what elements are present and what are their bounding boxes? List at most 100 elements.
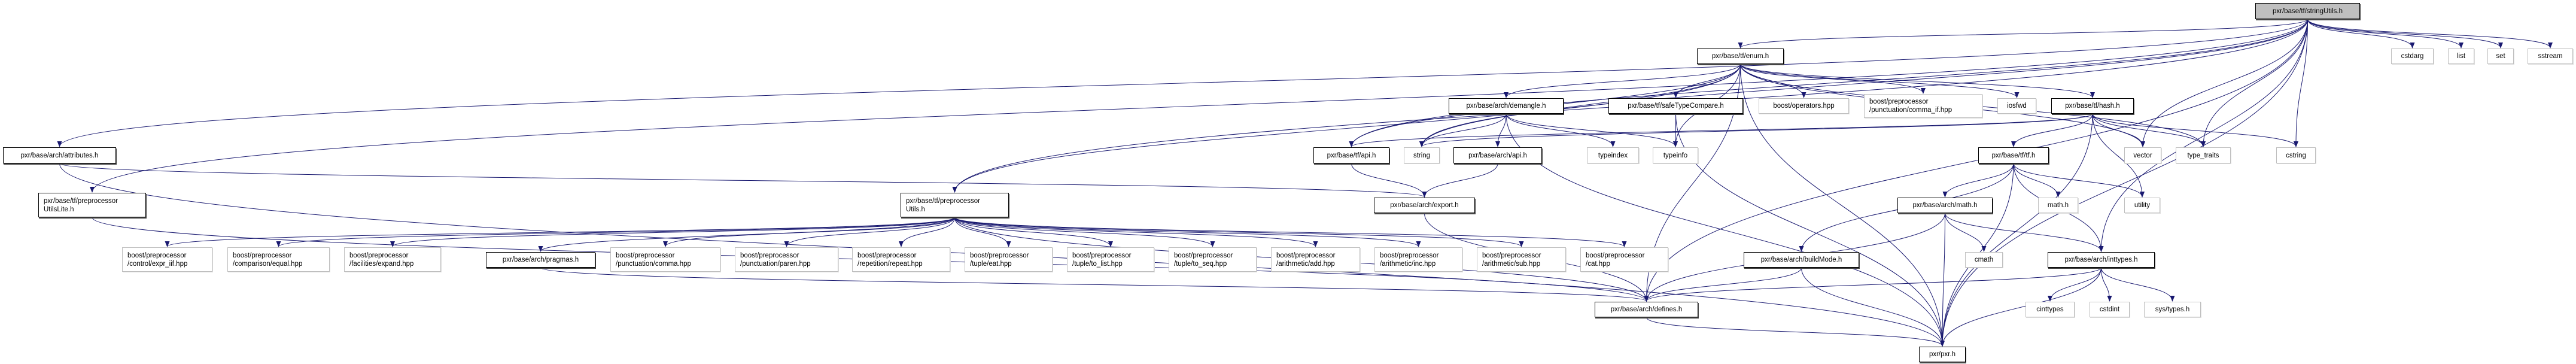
node-defines[interactable]: pxr/base/arch/defines.h [1595, 302, 1698, 317]
edge-preprocUtils-to-pragmas [538, 217, 955, 252]
edge-enum-to-iosfwd [1740, 63, 2020, 98]
node-eat: boost/preprocessor/tuple/eat.hpp [965, 247, 1053, 272]
edge-tf-to-utility [2013, 163, 2145, 198]
node-label: /control/expr_iif.hpp [127, 260, 188, 268]
node-label: pxr/base/tf/stringUtils.h [2273, 7, 2343, 15]
node-label: boost/preprocessor [740, 251, 799, 259]
node-label: cstdint [2099, 306, 2120, 313]
node-enum[interactable]: pxr/base/tf/enum.h [1697, 48, 1784, 64]
node-archapi[interactable]: pxr/base/arch/api.h [1453, 147, 1542, 163]
edge-demangle-to-archapi [1495, 113, 1507, 147]
node-hash[interactable]: pxr/base/tf/hash.h [2051, 98, 2134, 114]
edge-enum-to-preprocUtils [952, 63, 1741, 193]
edge-preprocUtils-to-eat [954, 217, 1011, 247]
edge-archmath-to-inttypes [1945, 213, 2104, 252]
node-to_list: boost/preprocessor/tuple/to_list.hpp [1067, 247, 1154, 272]
node-demangle[interactable]: pxr/base/arch/demangle.h [1449, 98, 1564, 114]
edge-archmath-to-cmath [1945, 213, 1987, 252]
node-label: typeinfo [1663, 151, 1688, 159]
edge-buildMode-to-pxr [1801, 267, 1945, 347]
edge-stringUtils-to-enum [1738, 19, 2308, 48]
node-label: boost/preprocessor [1174, 251, 1233, 259]
node-list: list [2448, 48, 2474, 64]
node-typeindex: typeindex [1587, 147, 1639, 163]
edge-stringUtils-to-pxr [1940, 19, 2308, 347]
node-pragmas[interactable]: pxr/base/arch/pragmas.h [486, 252, 595, 268]
node-cat: boost/preprocessor/cat.hpp [1580, 247, 1668, 272]
edge-stringUtils-to-type_traits [2201, 19, 2308, 147]
edge-stringUtils-to-inttypes [2098, 19, 2308, 252]
edge-preprocUtils-to-comma [663, 217, 955, 247]
node-iosfwd: iosfwd [1997, 98, 2036, 114]
node-expand: boost/preprocessor/facilities/expand.hpp [344, 247, 441, 272]
edge-enum-to-demangle [1504, 63, 1741, 98]
node-label: boost/preprocessor [233, 251, 292, 259]
edge-enum-to-comma_if [1740, 63, 1926, 94]
node-sub: boost/preprocessor/arithmetic/sub.hpp [1477, 247, 1566, 272]
edge-tfapi-to-export [1351, 163, 1427, 198]
node-label: boost/preprocessor [1482, 251, 1541, 259]
node-label: boost/preprocessor [970, 251, 1029, 259]
node-inttypes[interactable]: pxr/base/arch/inttypes.h [2048, 252, 2155, 268]
node-label: iosfwd [2007, 102, 2027, 110]
node-tfapi[interactable]: pxr/base/tf/api.h [1313, 147, 1389, 163]
node-label: pxr/base/tf/api.h [1327, 151, 1376, 159]
node-label: boost/preprocessor [349, 251, 409, 259]
node-label: /punctuation/comma_if.hpp [1869, 107, 1952, 114]
edge-stringUtils-to-cstring [2294, 19, 2308, 147]
edge-tf-to-mathh [2013, 163, 2061, 198]
edge-demangle-to-typeinfo [1506, 113, 1678, 147]
edge-hash-to-vector [2092, 113, 2145, 147]
node-label: /tuple/to_seq.hpp [1174, 260, 1227, 268]
node-label: cinttypes [2036, 306, 2064, 313]
node-label: type_traits [2187, 151, 2219, 159]
node-buildMode[interactable]: pxr/base/arch/buildMode.h [1744, 252, 1859, 268]
edge-stringUtils-to-defines [1644, 19, 2308, 302]
node-type_traits: type_traits [2176, 147, 2231, 163]
node-attributes[interactable]: pxr/base/arch/attributes.h [3, 147, 116, 163]
node-label: utility [2134, 202, 2151, 209]
edge-demangle-to-string [1419, 113, 1507, 147]
edge-enum-to-pxr [1740, 63, 1945, 347]
node-cstdarg: cstdarg [2391, 48, 2434, 64]
node-label: boost/preprocessor [616, 251, 675, 259]
node-label: /arithmetic/sub.hpp [1482, 260, 1541, 268]
edge-pragmas-to-defines [540, 267, 1649, 302]
node-sstream: sstream [2528, 48, 2573, 64]
edge-preprocUtils-to-add [954, 217, 1318, 247]
edge-preprocUtils-to-to_list [954, 217, 1113, 247]
node-cstdint: cstdint [2090, 302, 2130, 317]
node-label: vector [2133, 151, 2152, 159]
edge-enum-to-safeTypeCompare [1673, 63, 1741, 98]
node-stringUtils[interactable]: pxr/base/tf/stringUtils.h [2255, 3, 2360, 19]
edge-inttypes-to-defines [1644, 267, 2101, 302]
node-export[interactable]: pxr/base/arch/export.h [1374, 198, 1475, 213]
node-label: pxr/base/arch/inttypes.h [2064, 256, 2138, 263]
node-label: pxr/base/tf/safeTypeCompare.h [1628, 102, 1724, 110]
edge-stringUtils-to-utilsLite [90, 19, 2308, 193]
edge-buildMode-to-defines [1644, 267, 1802, 302]
edge-hash-to-pxr [1940, 113, 2093, 347]
edge-inttypes-to-pxr [1940, 267, 2101, 347]
node-cstring: cstring [2276, 147, 2316, 163]
node-label: set [2496, 53, 2505, 60]
node-pxr[interactable]: pxr/pxr.h [1919, 347, 1966, 362]
edge-stringUtils-to-tfapi [1349, 19, 2308, 147]
node-safeTypeCompare[interactable]: pxr/base/tf/safeTypeCompare.h [1608, 98, 1743, 114]
node-label: /arithmetic/add.hpp [1276, 260, 1335, 268]
node-paren: boost/preprocessor/punctuation/paren.hpp [735, 247, 838, 272]
edge-preprocUtils-to-expr_iif [165, 217, 955, 247]
edge-preprocUtils-to-expand [390, 217, 955, 247]
edge-demangle-to-typeindex [1506, 113, 1616, 147]
edge-hash-to-tf [2011, 113, 2093, 147]
edge-inttypes-to-cinttypes [2048, 267, 2101, 302]
node-archmath[interactable]: pxr/base/arch/math.h [1897, 198, 1993, 213]
node-label: pxr/base/tf/enum.h [1711, 53, 1769, 60]
node-tf[interactable]: pxr/base/tf/tf.h [1978, 147, 2049, 163]
node-label: /arithmetic/inc.hpp [1380, 260, 1436, 268]
edge-archmath-to-pxr [1940, 213, 1945, 347]
node-cinttypes: cinttypes [2025, 302, 2075, 317]
